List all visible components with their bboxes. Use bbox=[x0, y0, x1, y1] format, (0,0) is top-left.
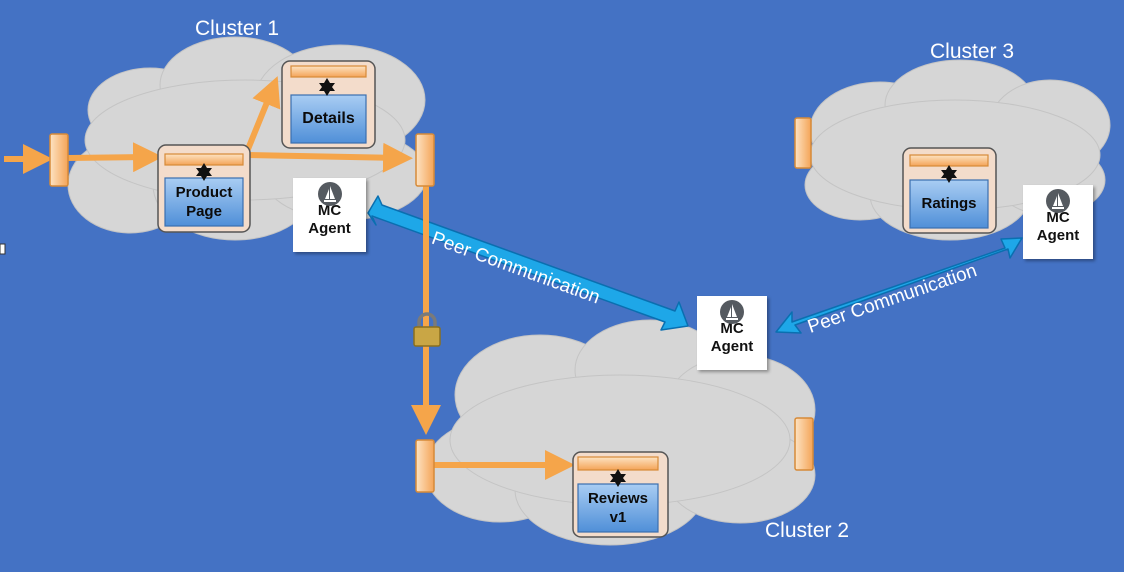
mc-agent-label: MC Agent bbox=[308, 202, 351, 237]
peer-arrow-2 bbox=[775, 237, 1023, 334]
service-product-page-label: Product Page bbox=[175, 184, 233, 220]
egress-proxy-c1 bbox=[415, 133, 435, 187]
mc-agent-label: MC Agent bbox=[710, 320, 754, 355]
helm-wheel-icon bbox=[196, 163, 212, 181]
cluster-2-label: Cluster 2 bbox=[765, 519, 850, 542]
mc-agent-cluster-2: MC Agent bbox=[697, 296, 767, 370]
ingress-proxy-c1 bbox=[49, 133, 69, 187]
padlock-icon bbox=[413, 312, 441, 347]
service-details-label: Details bbox=[302, 110, 355, 127]
istio-sail-icon bbox=[1046, 189, 1070, 213]
istio-sail-icon bbox=[720, 300, 744, 324]
pod-product-page bbox=[157, 144, 251, 233]
ingress-proxy-c2 bbox=[415, 439, 435, 493]
ingress-proxy-c3 bbox=[794, 117, 812, 169]
cluster-3-label: Cluster 3 bbox=[930, 40, 1015, 63]
traffic-arrows bbox=[4, 76, 575, 480]
egress-proxy-c2 bbox=[794, 417, 814, 471]
helm-wheel-icon bbox=[941, 165, 957, 183]
peer-arrow-1 bbox=[367, 195, 689, 331]
mc-agent-cluster-1: MC Agent bbox=[293, 178, 366, 252]
cluster-1-label: Cluster 1 bbox=[195, 17, 280, 40]
pod-ratings bbox=[902, 147, 997, 234]
mc-agent-cluster-3: MC Agent bbox=[1023, 185, 1093, 259]
service-ratings-label: Ratings bbox=[921, 195, 977, 212]
pod-details bbox=[281, 60, 376, 149]
mc-agent-label: MC Agent bbox=[1036, 209, 1080, 244]
istio-sail-icon bbox=[317, 182, 342, 206]
helm-wheel-icon bbox=[319, 78, 335, 96]
left-edge-marker bbox=[0, 243, 6, 255]
helm-wheel-icon bbox=[610, 469, 626, 487]
service-reviews-label: Reviews v1 bbox=[587, 490, 649, 526]
pod-reviews bbox=[572, 451, 669, 538]
